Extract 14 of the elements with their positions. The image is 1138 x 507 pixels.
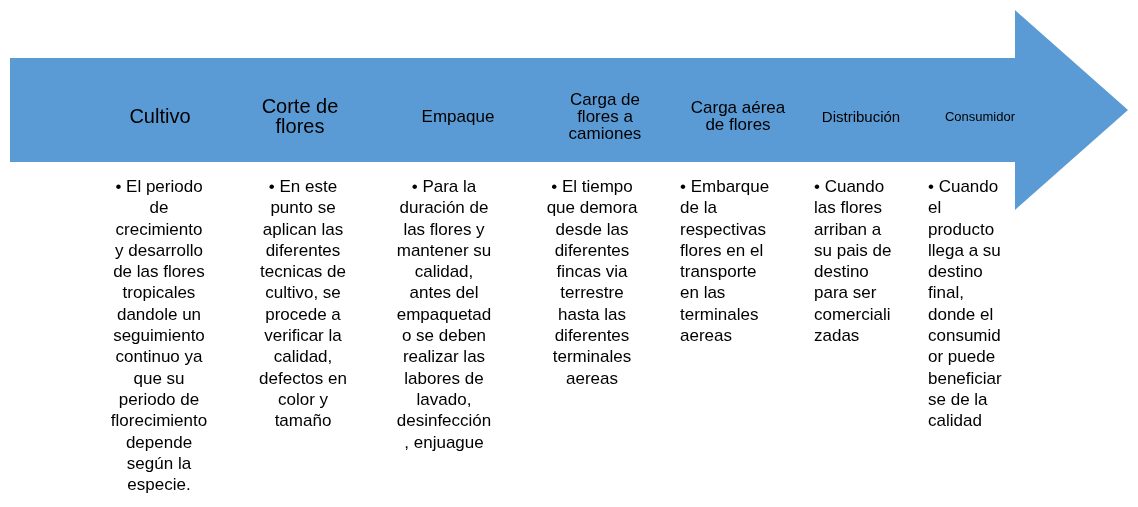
step-heading: Consumidor [925, 109, 1035, 123]
step-description: • El tiempo que demora desde las diferentes fincas via terrestre hasta las diferentes terminales aereas [545, 176, 639, 389]
step-description: • El periodo de crecimiento y desarrollo de las flores tropicales dandole un seguimiento continuo ya que su periodo de florecimiento depende según la especie. [110, 176, 208, 496]
step-heading: Distribución [806, 108, 916, 124]
step-heading: Empaque [403, 107, 513, 125]
step-description: • Embarque de la respectivas flores en el transporte en las terminales aereas [680, 176, 771, 347]
step-heading: Corte de flores [245, 96, 355, 136]
step-description: • Cuando el producto llega a su destino final, donde el consumidor puede beneficiarse de la calidad [928, 176, 1002, 432]
step-heading: Cultivo [115, 106, 205, 126]
step-description: • En este punto se aplican las diferentes tecnicas de cultivo, se procede a verificar la calidad, defectos en color y tamaño [258, 176, 348, 432]
step-description: • Para la duración de las flores y mantener su calidad, antes del empaquetado se deben realizar las labores de lavado, desinfección, enjuague [395, 176, 493, 453]
step-heading: Carga de flores a camiones [550, 90, 660, 142]
step-description: • Cuando las flores arriban a su pais de destino para ser comercializadas [814, 176, 893, 347]
step-heading: Carga aérea de flores [688, 99, 788, 133]
